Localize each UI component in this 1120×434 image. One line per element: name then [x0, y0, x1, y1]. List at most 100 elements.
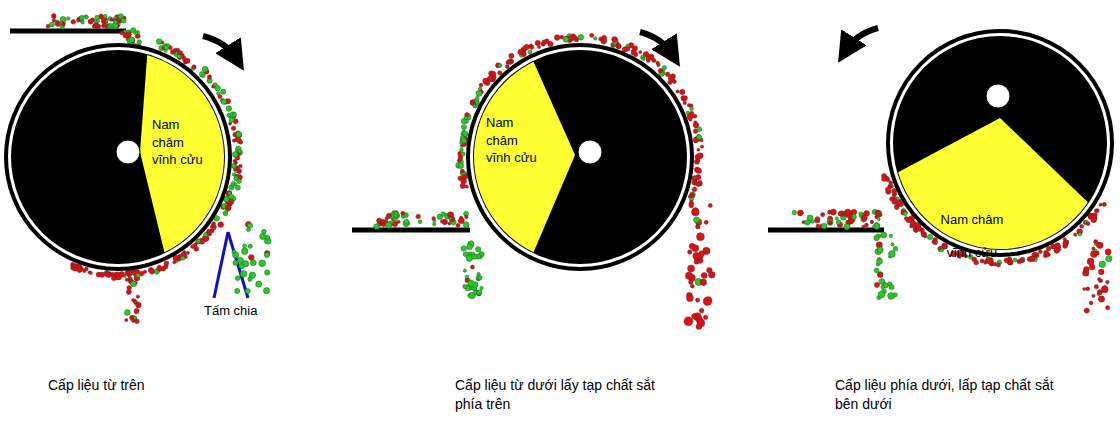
particle [134, 308, 139, 313]
particle [881, 285, 885, 289]
particle [458, 163, 464, 169]
particle [828, 221, 832, 225]
magnetic-drum: Nam châm vĩnh cửu [884, 27, 1116, 259]
particle [231, 126, 235, 130]
particle [889, 234, 893, 238]
particle [194, 243, 198, 247]
particle [524, 44, 530, 50]
particle [690, 192, 696, 198]
particle [381, 219, 385, 223]
particle [1101, 286, 1108, 293]
particle [683, 96, 687, 100]
particle [704, 220, 708, 224]
particle [541, 42, 545, 46]
particle [458, 155, 463, 160]
magnetic-drum: Nam châm vĩnh cửu [464, 41, 696, 273]
particle [207, 232, 210, 235]
drum-body [11, 50, 225, 264]
particle [129, 37, 135, 43]
particle [538, 46, 541, 49]
particle [1004, 258, 1009, 263]
particle [1094, 209, 1098, 213]
particle [590, 33, 594, 37]
particle [262, 229, 267, 234]
particle [849, 219, 854, 224]
caption: Cấp liệu từ dưới lấy tạp chất sắt phía t… [455, 376, 670, 414]
particle [889, 251, 896, 258]
particle [1066, 240, 1069, 243]
particle [131, 299, 134, 302]
particle [699, 251, 705, 257]
particle [460, 183, 465, 188]
particle [433, 223, 436, 226]
particle [397, 220, 400, 223]
particle [234, 183, 237, 186]
particle [108, 25, 111, 28]
particle [468, 280, 474, 286]
particle [226, 106, 232, 112]
particle [509, 53, 514, 58]
particle [470, 100, 474, 104]
particle [687, 295, 694, 302]
particle [529, 44, 532, 47]
particle [460, 148, 464, 152]
particle [507, 60, 511, 64]
particle [136, 273, 140, 277]
particle [79, 15, 84, 20]
particle [218, 95, 222, 99]
magnetic-drum: Nam châm vĩnh cửu [2, 41, 234, 273]
magnet-sector [474, 62, 575, 253]
particle [696, 324, 702, 330]
particle [114, 272, 120, 278]
particle [1094, 284, 1098, 288]
particle [207, 75, 211, 79]
particle [872, 225, 875, 228]
particle [885, 187, 890, 192]
particle [479, 83, 483, 87]
particle [88, 19, 92, 23]
particle [625, 46, 630, 51]
particle [62, 22, 66, 26]
particle [170, 50, 175, 55]
particle [693, 122, 699, 128]
particle [470, 265, 474, 269]
particle [690, 193, 695, 198]
particle [1092, 294, 1095, 297]
particle [259, 260, 266, 267]
particle [89, 271, 92, 274]
particle [878, 291, 885, 298]
particle [478, 276, 482, 280]
particle [460, 141, 463, 144]
particle [881, 232, 887, 238]
particle [882, 177, 887, 182]
particle [443, 221, 447, 225]
particle [177, 54, 181, 58]
particle [238, 149, 241, 152]
particle [475, 247, 480, 252]
particle [74, 264, 77, 267]
particle [877, 258, 883, 264]
particle [827, 219, 833, 225]
particle [910, 221, 916, 227]
particle [113, 20, 117, 24]
particle [676, 90, 679, 93]
particle [1086, 287, 1090, 291]
particle [554, 35, 560, 41]
particle [1080, 224, 1084, 228]
particle [136, 295, 139, 298]
particle [448, 222, 451, 225]
particle [124, 310, 130, 316]
particle [135, 319, 140, 324]
particle [859, 212, 863, 216]
particle [473, 104, 476, 107]
particle [568, 39, 571, 42]
particle [125, 278, 128, 281]
particle [52, 16, 55, 19]
particle [696, 168, 702, 174]
particle [800, 211, 804, 215]
particle [225, 205, 231, 211]
particle [874, 268, 879, 273]
particle [1097, 278, 1101, 282]
particle [700, 279, 707, 286]
